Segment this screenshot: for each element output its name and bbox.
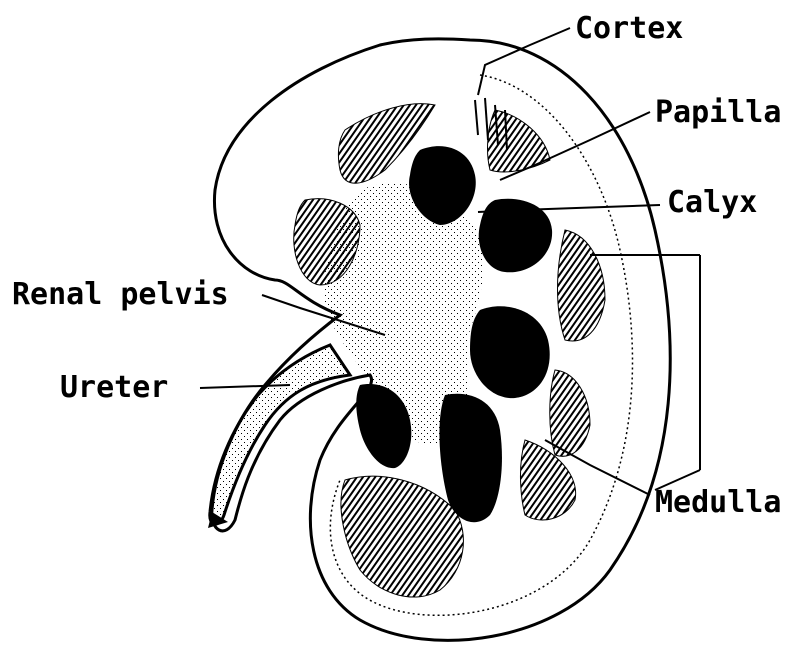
label-renal-pelvis: Renal pelvis bbox=[12, 277, 229, 312]
label-medulla: Medulla bbox=[655, 485, 781, 520]
label-cortex: Cortex bbox=[575, 11, 683, 46]
label-calyx: Calyx bbox=[667, 185, 757, 220]
label-papilla: Papilla bbox=[655, 95, 781, 130]
label-ureter: Ureter bbox=[60, 370, 168, 405]
